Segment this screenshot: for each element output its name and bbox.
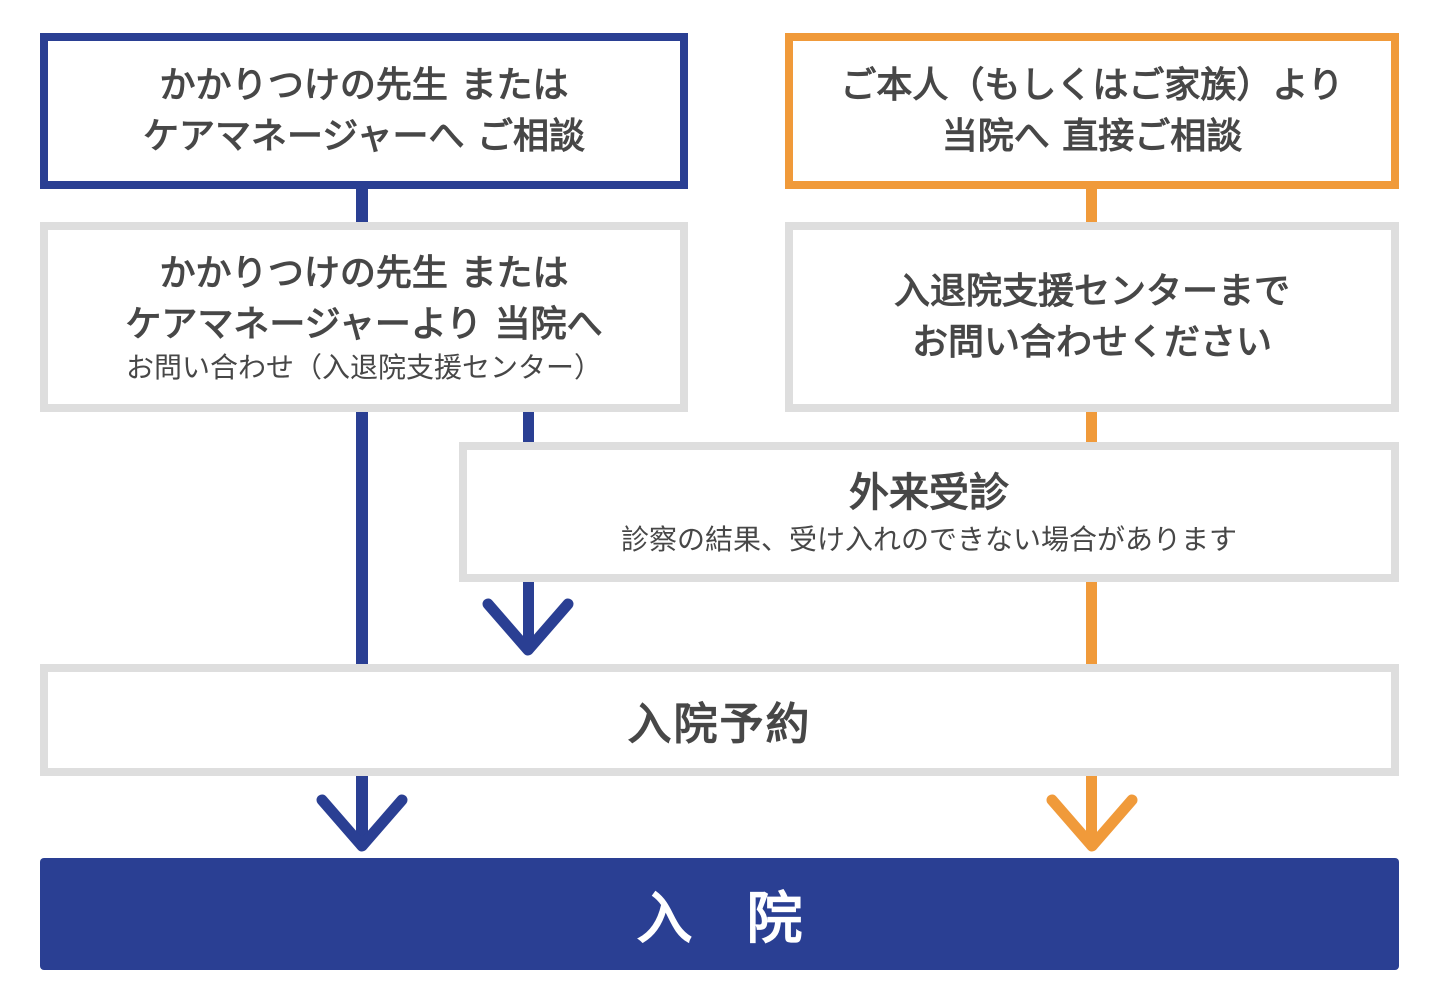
self-consultation-box: ご本人（もしくはご家族）より 当院へ 直接ご相談 [785, 33, 1399, 189]
referral-inquiry-box: かかりつけの先生 または ケアマネージャーより 当院へ お問い合わせ（入退院支援… [40, 222, 688, 412]
self-consultation-line1: ご本人（もしくはご家族）より [840, 64, 1344, 106]
connector-outpatient-to-reservation-orange [1086, 578, 1097, 668]
support-center-line2: お問い合わせください [911, 322, 1272, 363]
referral-inquiry-line1: かかりつけの先生 または [159, 252, 569, 294]
arrow-down-icon [1046, 794, 1138, 852]
connector-referral-to-outpatient [523, 408, 534, 448]
outpatient-visit-box: 外来受診 診察の結果、受け入れのできない場合があります [459, 442, 1399, 582]
connector-outpatient-to-reservation [523, 578, 534, 648]
admission-title: 入院 [636, 886, 857, 952]
admission-reservation-title: 入院予約 [627, 699, 812, 750]
doctor-consultation-line1: かかりつけの先生 または [159, 64, 569, 106]
admission-reservation-box: 入院予約 [40, 664, 1399, 776]
support-center-box: 入退院支援センターまで お問い合わせください [785, 222, 1399, 412]
connector-referral-to-reservation [356, 408, 368, 668]
doctor-consultation-box: かかりつけの先生 または ケアマネージャーへ ご相談 [40, 33, 688, 189]
referral-inquiry-note: お問い合わせ（入退院支援センター） [125, 350, 602, 384]
referral-inquiry-line2: ケアマネージャーより 当院へ [125, 303, 603, 345]
connector-doctor-to-referral [356, 186, 368, 228]
support-center-line1: 入退院支援センターまで [893, 270, 1290, 312]
self-consultation-line2: 当院へ 直接ご相談 [941, 116, 1243, 157]
connector-self-to-center [1086, 186, 1097, 228]
connector-reservation-to-admission-orange [1086, 772, 1097, 842]
doctor-consultation-line2: ケアマネージャーへ ご相談 [142, 116, 585, 157]
outpatient-visit-title: 外来受診 [849, 470, 1009, 517]
arrow-down-icon [316, 794, 408, 852]
arrow-down-icon [482, 598, 574, 656]
admission-box: 入院 [40, 858, 1399, 970]
connector-reservation-to-admission [356, 772, 368, 842]
outpatient-visit-note: 診察の結果、受け入れのできない場合があります [620, 523, 1237, 557]
connector-center-to-outpatient [1086, 408, 1097, 448]
